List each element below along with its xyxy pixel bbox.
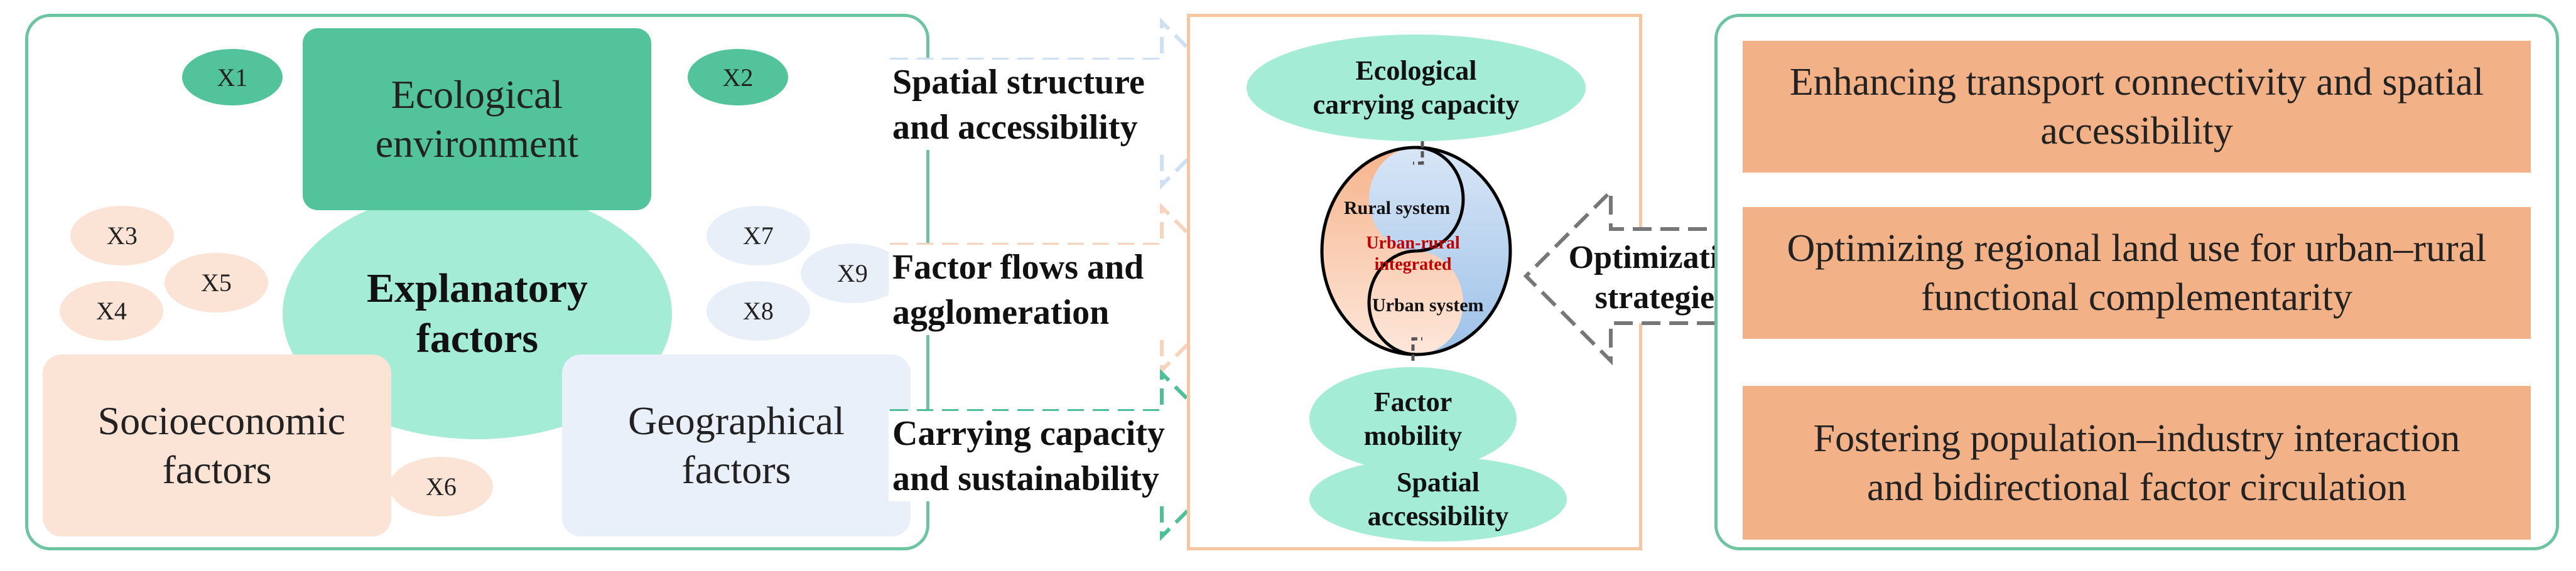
ecological-environment-box: Ecological environment bbox=[303, 28, 651, 210]
geographical-factors-box: Geographical factors bbox=[562, 355, 911, 536]
strategy-transport: Enhancing transport connectivity and spa… bbox=[1743, 41, 2531, 173]
ecological-environment-label: Ecological environment bbox=[375, 72, 579, 166]
strategy-land-use: Optimizing regional land use for urban–r… bbox=[1743, 207, 2531, 339]
spatial-accessibility-ellipse: Spatial accessibility bbox=[1309, 457, 1567, 542]
flow-label-spatial-structure: Spatial structure and accessibility bbox=[889, 60, 1171, 150]
explanatory-factors-label: Explanatory factors bbox=[366, 265, 588, 361]
strategy-population-industry-label: Fostering population–industry interactio… bbox=[1813, 417, 2460, 509]
factor-mobility-label: Factor mobility bbox=[1363, 386, 1463, 451]
socioeconomic-factors-box: Socioeconomic factors bbox=[43, 355, 391, 536]
strategy-transport-label: Enhancing transport connectivity and spa… bbox=[1789, 61, 2484, 152]
ecological-carrying-capacity-label: Ecological carrying capacity bbox=[1312, 55, 1520, 120]
x7-ellipse: X7 bbox=[706, 206, 810, 265]
x2-ellipse: X2 bbox=[688, 49, 788, 105]
urban-system-label: Urban system bbox=[1372, 295, 1484, 316]
yin-yang-icon bbox=[1320, 141, 1512, 361]
flow-label-factor-flows: Factor flows and agglomeration bbox=[889, 245, 1171, 335]
flow-label-carrying-capacity: Carrying capacity and sustainability bbox=[889, 411, 1171, 501]
x6-ellipse: X6 bbox=[389, 457, 493, 516]
strategy-population-industry: Fostering population–industry interactio… bbox=[1743, 386, 2531, 540]
ecological-carrying-capacity-ellipse: Ecological carrying capacity bbox=[1247, 35, 1586, 141]
factor-mobility-ellipse: Factor mobility bbox=[1309, 367, 1517, 471]
spatial-accessibility-label: Spatial accessibility bbox=[1367, 466, 1509, 531]
x3-ellipse: X3 bbox=[70, 206, 174, 265]
socioeconomic-factors-label: Socioeconomic factors bbox=[97, 398, 346, 492]
x1-ellipse: X1 bbox=[182, 49, 283, 105]
x5-ellipse: X5 bbox=[165, 253, 268, 312]
x8-ellipse: X8 bbox=[706, 281, 810, 341]
geographical-factors-label: Geographical factors bbox=[628, 398, 845, 492]
rural-system-label: Rural system bbox=[1344, 198, 1451, 218]
strategy-land-use-label: Optimizing regional land use for urban–r… bbox=[1787, 227, 2487, 319]
urban-rural-integrated-label: Urban-rural integrated bbox=[1366, 232, 1460, 276]
x4-ellipse: X4 bbox=[60, 281, 163, 341]
x9-ellipse: X9 bbox=[801, 243, 904, 303]
urban-rural-integrated-text: Urban-rural integrated bbox=[1366, 233, 1460, 274]
